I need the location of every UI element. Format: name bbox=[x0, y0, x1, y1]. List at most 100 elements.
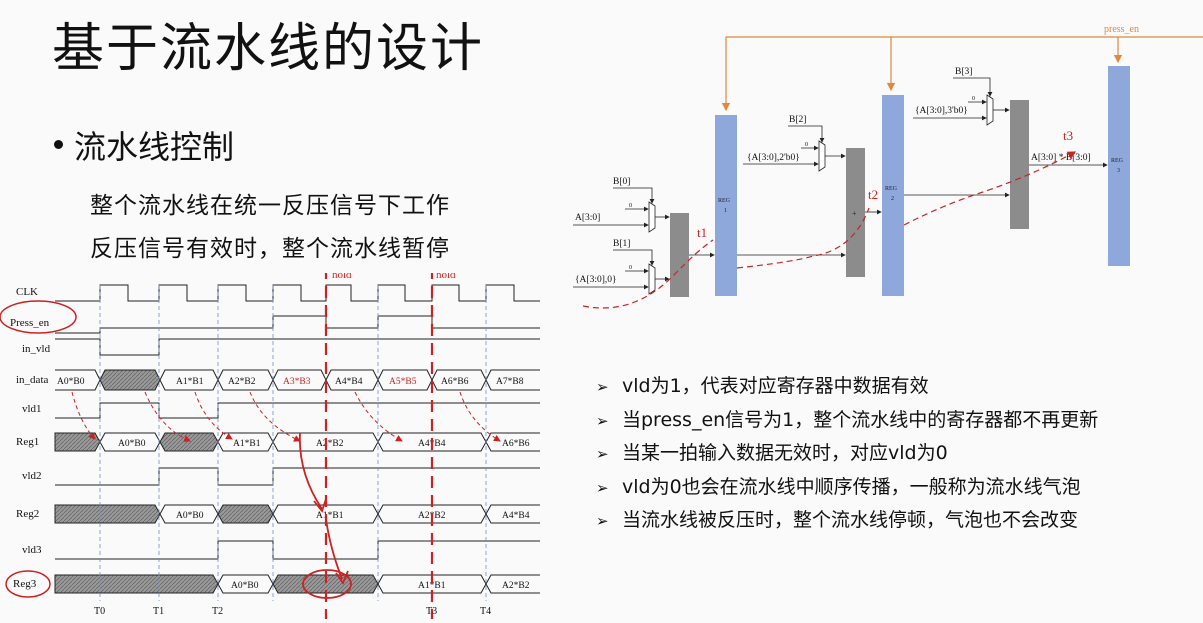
bubble-circle bbox=[302, 569, 352, 599]
press-en-wave bbox=[55, 315, 540, 334]
in-data-label: A1*B1 bbox=[176, 377, 204, 387]
reg-label: 1 bbox=[724, 208, 727, 214]
a-input-label: {A[3:0],0} bbox=[575, 275, 617, 285]
reg2-label: A0*B0 bbox=[176, 511, 204, 521]
note-item: ➢ 当press_en信号为1，整个流水线中的寄存器都不再更新 bbox=[596, 404, 1098, 438]
arrow-bullet-icon: ➢ bbox=[596, 512, 609, 530]
reg3-wave bbox=[54, 574, 540, 594]
in-data-label: A0*B0 bbox=[57, 377, 85, 387]
mux bbox=[648, 263, 656, 295]
a-input-label: {A[3:0],3'b0} bbox=[915, 106, 968, 116]
time-label-t2: T2 bbox=[212, 606, 223, 617]
time-label-t3: T3 bbox=[426, 606, 437, 617]
in-data-label: A6*B6 bbox=[441, 377, 469, 387]
reg-label: REG bbox=[718, 198, 731, 204]
reg1-label: A1*B1 bbox=[233, 439, 261, 449]
in-data-label: A5*B5 bbox=[389, 377, 417, 387]
signal-label-vld1: vld1 bbox=[22, 403, 42, 415]
arrow-bullet-icon: ➢ bbox=[596, 478, 609, 497]
reg3-label: A1*B1 bbox=[418, 581, 446, 591]
sub-line-2: 反压信号有效时，整个流水线暂停 bbox=[90, 236, 450, 262]
zero-label: 0 bbox=[629, 265, 632, 271]
bullet-heading: 流水线控制 bbox=[74, 128, 235, 166]
b-input-label: B[3] bbox=[955, 67, 972, 77]
pipeline-diagram: press_en REG 1 REG 2 REG 3 + bbox=[573, 24, 1203, 309]
hold-label: hold bbox=[436, 273, 456, 281]
adder-block bbox=[670, 213, 689, 297]
b-input-label: B[2] bbox=[789, 115, 806, 125]
note-text: vld为0也会在流水线中顺序传播，一般称为流水线气泡 bbox=[622, 475, 1081, 498]
t-label: t2 bbox=[868, 187, 878, 202]
flow-arrow bbox=[194, 391, 233, 440]
mux bbox=[986, 94, 994, 126]
note-text: 当press_en信号为1，整个流水线中的寄存器都不再更新 bbox=[622, 408, 1099, 431]
signal-label-press-en: Press_en bbox=[10, 317, 50, 329]
notes-list: ➢ vld为1，代表对应寄存器中数据有效 ➢ 当press_en信号为1，整个流水线… bbox=[596, 370, 1098, 538]
reg1-label: A2*B2 bbox=[316, 439, 344, 449]
reg-label: REG bbox=[1111, 158, 1124, 164]
plus-sign: + bbox=[852, 209, 857, 218]
a-input-label: {A[3:0],2'b0} bbox=[747, 153, 800, 163]
in-data-label: A7*B8 bbox=[496, 377, 524, 387]
arrow-bullet-icon: ➢ bbox=[596, 445, 609, 463]
signal-label-clk: CLK bbox=[16, 286, 38, 298]
arrow-bullet-icon: ➢ bbox=[596, 411, 609, 430]
note-text: 当某一拍输入数据无效时，对应vld为0 bbox=[622, 442, 948, 464]
zero-label: 0 bbox=[805, 142, 808, 148]
reg2-label: A4*B4 bbox=[502, 511, 530, 521]
reg-label: REG bbox=[885, 186, 898, 192]
wire bbox=[953, 77, 993, 97]
flow-arrow bbox=[249, 391, 301, 442]
adder-block bbox=[846, 148, 865, 277]
reg3-circle bbox=[5, 570, 51, 598]
vld1-wave bbox=[55, 402, 540, 419]
hold-label: hold bbox=[332, 273, 352, 281]
signal-label-reg2: Reg2 bbox=[16, 508, 39, 520]
reg2-wave bbox=[54, 504, 540, 524]
t-label: t3 bbox=[1063, 128, 1073, 143]
wire bbox=[613, 249, 655, 266]
wire bbox=[613, 187, 655, 204]
arrow-bullet-icon: ➢ bbox=[596, 378, 609, 396]
sub-line-1: 整个流水线在统一反压信号下工作 bbox=[90, 193, 450, 219]
in-data-label: A2*B2 bbox=[228, 377, 256, 387]
reg1-label: A0*B0 bbox=[118, 439, 146, 449]
zero-label: 0 bbox=[629, 203, 632, 209]
press-en-line bbox=[721, 36, 1203, 112]
output-label: A[3:0] * B[3:0] bbox=[1031, 153, 1091, 163]
adder-block bbox=[1010, 100, 1029, 229]
flow-arrow bbox=[354, 391, 403, 442]
mux bbox=[648, 201, 656, 233]
press-en-circle bbox=[0, 300, 77, 334]
data-path-trace bbox=[582, 152, 1075, 309]
wire bbox=[788, 125, 825, 143]
reg2-label: A1*B1 bbox=[316, 511, 344, 521]
time-label-t4: T4 bbox=[480, 606, 491, 617]
note-item: ➢ vld为0也会在流水线中顺序传播，一般称为流水线气泡 bbox=[596, 471, 1098, 505]
flow-arrow bbox=[71, 391, 96, 440]
reg3-label: A0*B0 bbox=[231, 581, 259, 591]
note-text: vld为1，代表对应寄存器中数据有效 bbox=[622, 375, 929, 397]
signal-label-reg3: Reg3 bbox=[13, 578, 37, 590]
hand-annotation bbox=[298, 432, 349, 585]
reg1-label: A6*B6 bbox=[502, 439, 530, 449]
clk-wave bbox=[55, 284, 540, 302]
register-block bbox=[715, 115, 737, 296]
zero-label: 0 bbox=[972, 96, 975, 102]
t-label: t1 bbox=[697, 225, 707, 240]
note-item: ➢ 当某一拍输入数据无效时，对应vld为0 bbox=[596, 437, 1098, 471]
signal-label-in-data: in_data bbox=[16, 374, 48, 386]
b-input-label: B[1] bbox=[613, 239, 630, 249]
press-en-label: press_en bbox=[1104, 24, 1139, 35]
signal-label-in-vld: in_vld bbox=[22, 343, 51, 355]
reg3-label: A2*B2 bbox=[502, 581, 530, 591]
in-vld-wave bbox=[55, 338, 540, 356]
signal-label-vld2: vld2 bbox=[22, 470, 42, 482]
signal-label-vld3: vld3 bbox=[22, 544, 42, 556]
a-input-label: A[3:0] bbox=[575, 213, 600, 223]
slide-title: 基于流水线的设计 bbox=[52, 19, 485, 79]
time-label-t0: T0 bbox=[94, 606, 105, 617]
signal-label-reg1: Reg1 bbox=[16, 436, 39, 448]
register-block bbox=[1108, 66, 1130, 266]
vld3-wave bbox=[55, 540, 540, 560]
